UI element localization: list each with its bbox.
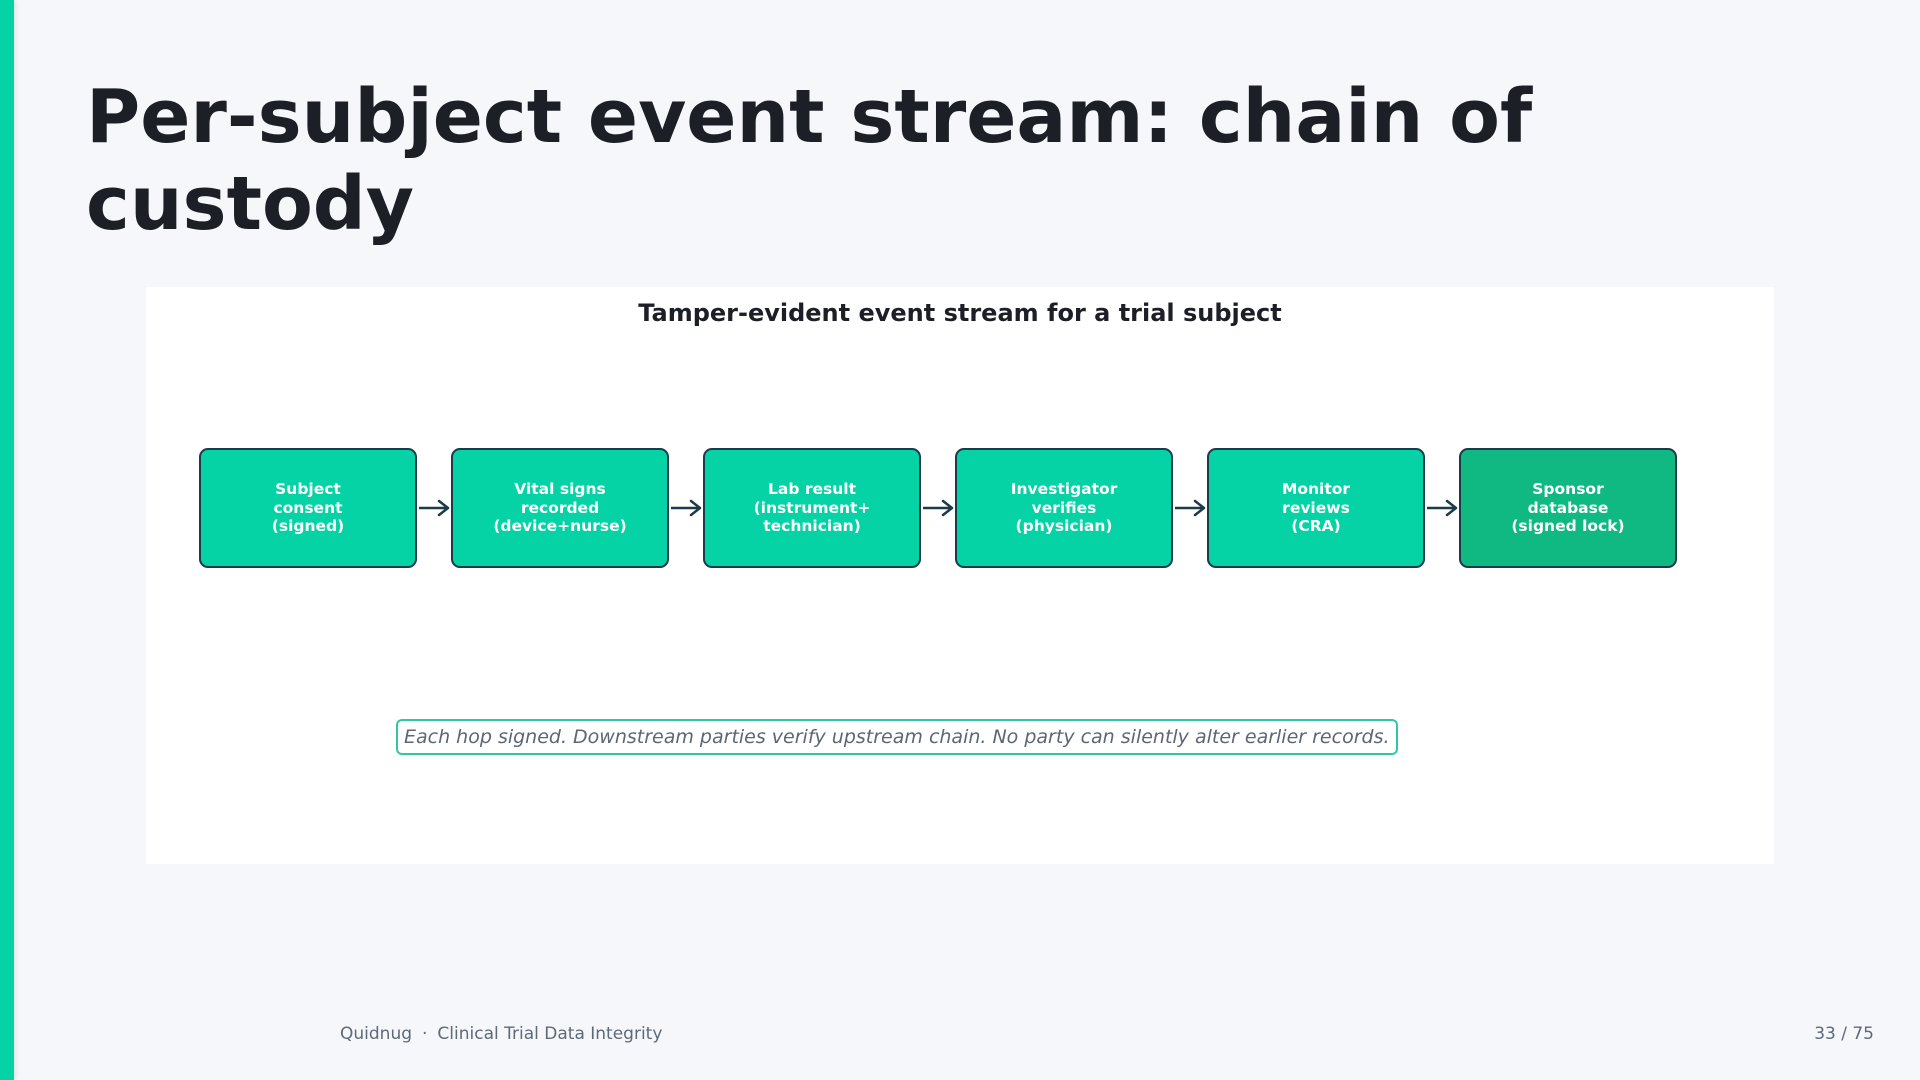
footer-brand: Quidnug bbox=[340, 1024, 413, 1044]
flow-node: Lab result (instrument+ technician) bbox=[703, 448, 921, 568]
slide-title: Per-subject event stream: chain of custo… bbox=[86, 74, 1533, 247]
footer-deck-title: Clinical Trial Data Integrity bbox=[437, 1024, 663, 1044]
page-number: 33 / 75 bbox=[1814, 1024, 1874, 1044]
flow-arrow bbox=[671, 499, 702, 517]
flow-arrows bbox=[419, 499, 1458, 517]
flow-node-label: Monitor reviews (CRA) bbox=[1281, 480, 1351, 536]
flow-node: Monitor reviews (CRA) bbox=[1207, 448, 1425, 568]
flow-arrow bbox=[923, 499, 954, 517]
flow-node-label: Investigator verifies (physician) bbox=[1010, 480, 1118, 536]
flow-arrow bbox=[1175, 499, 1206, 517]
caption-text: Each hop signed. Downstream parties veri… bbox=[404, 726, 1390, 748]
flow-node-label: Vital signs recorded (device+nurse) bbox=[493, 480, 627, 536]
footer-left: Quidnug · Clinical Trial Data Integrity bbox=[340, 1024, 662, 1044]
flow-node: Investigator verifies (physician) bbox=[955, 448, 1173, 568]
flow-node-label: Sponsor database (signed lock) bbox=[1511, 480, 1625, 536]
flow-node-label: Lab result (instrument+ technician) bbox=[753, 480, 871, 536]
flow-node-label: Subject consent (signed) bbox=[271, 480, 345, 536]
flow-node: Sponsor database (signed lock) bbox=[1459, 448, 1677, 568]
caption-box: Each hop signed. Downstream parties veri… bbox=[396, 719, 1398, 755]
flow-arrow bbox=[419, 499, 450, 517]
accent-bar bbox=[0, 0, 14, 1080]
footer-separator: · bbox=[422, 1024, 428, 1044]
flow-node: Subject consent (signed) bbox=[199, 448, 417, 568]
flow-node: Vital signs recorded (device+nurse) bbox=[451, 448, 669, 568]
flow-arrow bbox=[1427, 499, 1458, 517]
diagram-title: Tamper-evident event stream for a trial … bbox=[638, 299, 1282, 327]
diagram-panel: Tamper-evident event stream for a trial … bbox=[146, 287, 1774, 864]
